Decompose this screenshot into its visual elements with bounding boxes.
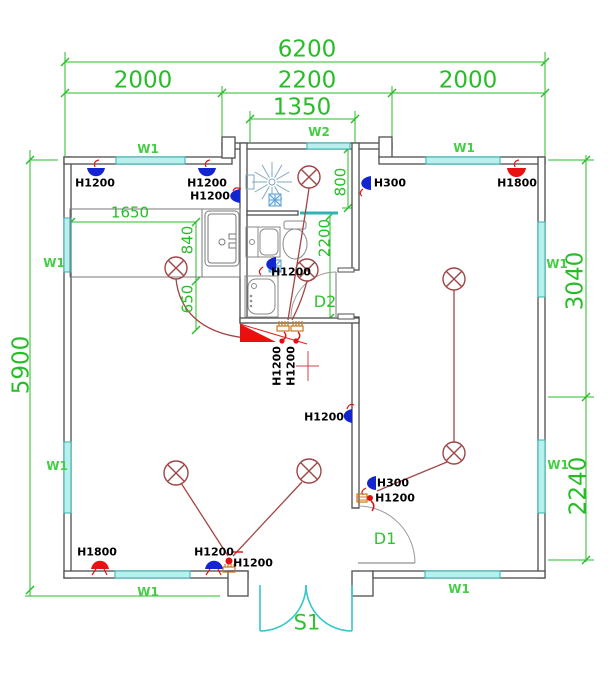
window-w1-bottom-right <box>424 570 501 579</box>
window-label-w1-right-upper: W1 <box>546 257 568 271</box>
wall-light-h1200-bottom <box>205 560 223 576</box>
label-h1200-switch-d1: H1200 <box>375 491 415 505</box>
entry-door-s1 <box>259 584 353 632</box>
label-h1200-partition: H1200 <box>304 410 344 424</box>
label-h1200-living-switch: H1200 <box>233 556 273 570</box>
switch-living <box>222 551 243 573</box>
wall-light-h1200-topwall-1 <box>87 159 105 177</box>
pillar-right <box>378 136 393 159</box>
wire-kitchen-light <box>175 278 247 339</box>
window-w1-top-left <box>115 156 186 165</box>
wall-light-h1200-topwall-2 <box>198 159 216 177</box>
windows <box>63 142 546 579</box>
label-h300-bathroom: H300 <box>373 176 407 190</box>
ceiling-light-right-room-upper <box>442 267 466 291</box>
wire-bath-upper <box>287 187 310 321</box>
switch-bathroom-2 <box>290 321 304 344</box>
dim-bath-width: 1350 <box>272 94 332 121</box>
pillar-left <box>221 136 236 159</box>
wall-light-h300-near-d1 <box>361 476 376 496</box>
dim-total-width: 6200 <box>277 36 337 63</box>
dim-bath-height: 2200 <box>315 218 334 258</box>
partition-wall-lower <box>351 316 360 509</box>
ceiling-light-bathroom-upper <box>297 165 321 189</box>
dim-counter-width: 1650 <box>110 203 150 222</box>
window-label-w1-top-right: W1 <box>453 141 475 155</box>
wire-living-right <box>232 481 303 557</box>
dim-total-height: 5900 <box>8 335 35 395</box>
window-w1-left-upper <box>63 217 72 273</box>
wall-lights <box>87 159 526 576</box>
window-label-w2: W2 <box>308 125 330 139</box>
wall-light-h1800-topwall <box>507 159 526 177</box>
window-label-w1-bottom-right: W1 <box>448 582 470 596</box>
wall-light-h1200-partition <box>343 403 355 423</box>
label-h1200-kitchen-side: H1200 <box>190 189 230 203</box>
shower-partition <box>246 210 299 216</box>
ceiling-light-living-right <box>296 458 322 484</box>
switch-bathroom-1 <box>276 321 290 344</box>
window-label-w1-right-lower: W1 <box>547 458 569 472</box>
dim-shower-depth: 800 <box>331 167 350 197</box>
window-label-w1-left-upper: W1 <box>43 256 65 270</box>
wire-living-left <box>180 482 229 557</box>
label-h1800-bottom: H1800 <box>77 545 117 559</box>
ceiling-light-kitchen <box>164 256 188 280</box>
right-outer-wall <box>537 156 546 579</box>
kitchen-sink <box>204 210 240 267</box>
ceiling-light-living-left <box>163 460 189 486</box>
wall-light-h1200-kitchen-side <box>230 187 242 203</box>
door-d1 <box>352 505 416 564</box>
wire-right-room-switch <box>376 461 448 492</box>
wiring <box>175 187 455 557</box>
window-w1-right-lower <box>537 439 546 514</box>
exhaust-fan-upper <box>268 193 282 207</box>
dim-right-upper: 3040 <box>562 251 589 311</box>
label-h300-near-d1: H300 <box>376 476 410 490</box>
label-h1800-topwall: H1800 <box>497 176 537 190</box>
shower-head <box>245 162 292 202</box>
wall-light-h300-bathroom <box>359 176 371 197</box>
dim-right-span: 2000 <box>438 67 498 94</box>
window-w2 <box>306 142 351 150</box>
kitchen-counter <box>69 208 241 278</box>
bathtub <box>244 275 279 318</box>
label-h1200-bath-switch-2: H1200 <box>284 346 298 386</box>
partition-wall-upper <box>351 142 360 271</box>
window-label-w1-bottom-left: W1 <box>137 585 159 599</box>
window-w1-bottom-left <box>114 570 191 579</box>
door-label-d1: D1 <box>373 529 397 548</box>
door-label-s1: S1 <box>293 610 321 635</box>
switch-near-d1 <box>356 493 375 512</box>
label-h1200-bottom: H1200 <box>194 545 234 559</box>
label-h1200-bathroom: H1200 <box>271 265 311 279</box>
wash-basin <box>245 226 281 258</box>
dim-mid-span: 2200 <box>277 67 337 94</box>
dim-left-span: 2000 <box>113 67 173 94</box>
dim-light-offset: 650 <box>178 284 197 314</box>
label-h1200-topwall-1: H1200 <box>75 176 115 190</box>
window-w1-left-lower <box>63 441 72 514</box>
wall-light-h1200-bathroom <box>258 257 276 276</box>
dim-counter-depth: 840 <box>178 225 197 255</box>
ceiling-light-right-room-lower <box>442 441 466 465</box>
entry-jamb-left <box>227 570 249 597</box>
distribution-triangle <box>240 324 276 342</box>
wire-bath-lower <box>291 280 308 321</box>
label-h1200-bath-switch-1: H1200 <box>270 346 284 386</box>
label-h1200-topwall-2: H1200 <box>187 176 227 190</box>
wall-light-h1800-bottom <box>91 560 109 576</box>
dim-right-lower: 2240 <box>565 456 592 516</box>
door-d2 <box>290 267 355 320</box>
toilet <box>282 220 308 260</box>
window-w1-right-upper <box>537 221 546 298</box>
entry-jamb-right <box>351 570 374 597</box>
window-label-w1-left-lower: W1 <box>46 459 68 473</box>
window-w1-top-right <box>425 156 501 165</box>
window-label-w1-top-left: W1 <box>137 142 159 156</box>
door-label-d2: D2 <box>313 292 337 311</box>
switches <box>222 321 375 573</box>
